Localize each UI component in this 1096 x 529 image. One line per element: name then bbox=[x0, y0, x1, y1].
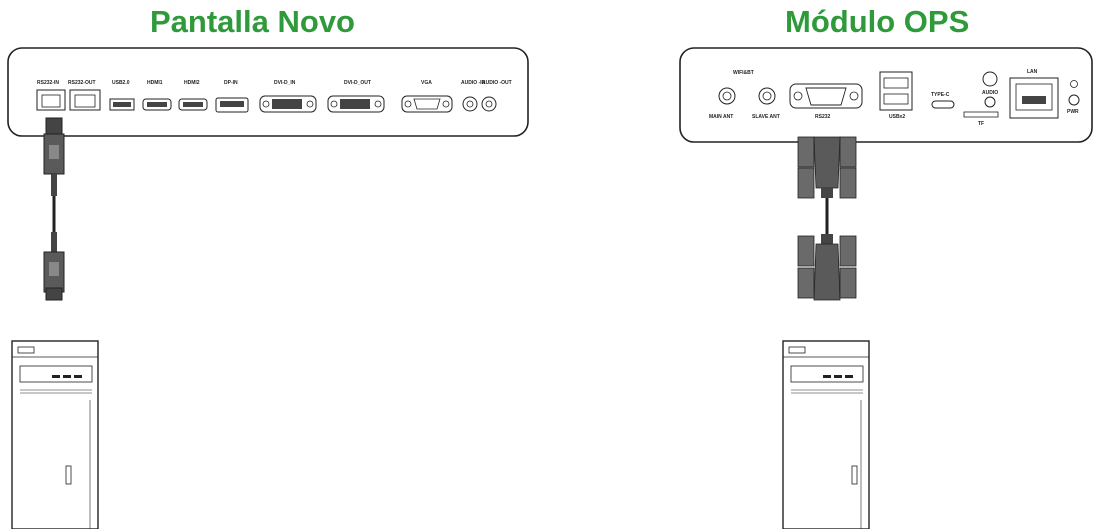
port-label-lan: LAN bbox=[1027, 69, 1038, 75]
port-label-audio-out: AUDIO -OUT bbox=[482, 80, 512, 86]
port-label-audio-in: AUDIO -IN bbox=[461, 80, 486, 86]
port-label-hdmi1: HDMI1 bbox=[147, 80, 163, 86]
port-label-dvi-in: DVI-D_IN bbox=[274, 80, 296, 86]
ops-port-panel bbox=[679, 47, 1093, 143]
port-label-type-c: TYPE-C bbox=[931, 92, 950, 98]
pc-tower-right bbox=[782, 340, 870, 529]
port-label-rs232: RS232 bbox=[815, 114, 831, 120]
rs232-cable-left bbox=[43, 117, 65, 301]
port-label-main-ant: MAIN ANT bbox=[709, 114, 733, 120]
panel-title-pantalla: Pantalla Novo bbox=[150, 4, 355, 39]
panel-title-ops: Módulo OPS bbox=[785, 4, 970, 39]
port-label-usb20: USB2.0 bbox=[112, 80, 130, 86]
port-label-usbx2: USBx2 bbox=[889, 114, 905, 120]
port-label-rs232-out: RS232-OUT bbox=[68, 80, 96, 86]
port-label-pwr: PWR bbox=[1067, 109, 1079, 115]
port-label-dvi-out: DVI-D_OUT bbox=[344, 80, 371, 86]
port-label-audio: AUDIO bbox=[982, 90, 998, 96]
port-label-rs232-in: RS232-IN bbox=[37, 80, 59, 86]
pantalla-port-panel bbox=[7, 47, 529, 137]
pc-tower-left bbox=[11, 340, 99, 529]
port-label-wifibt: WIFI&BT bbox=[733, 70, 754, 76]
port-label-dp-in: DP-IN bbox=[224, 80, 238, 86]
port-label-vga: VGA bbox=[421, 80, 432, 86]
db9-cable-right bbox=[797, 136, 857, 301]
port-label-hdmi2: HDMI2 bbox=[184, 80, 200, 86]
port-label-slave-ant: SLAVE ANT bbox=[752, 114, 780, 120]
port-label-tf: TF bbox=[978, 121, 984, 127]
